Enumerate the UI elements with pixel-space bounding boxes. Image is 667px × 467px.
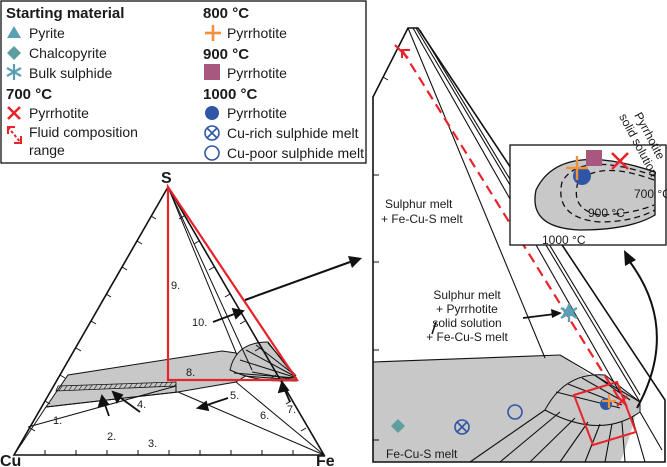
inset-pyrrhotite-700-marker <box>611 152 629 170</box>
enlarged-ticks <box>373 76 389 441</box>
ternary-field-numbers: 1. 2. 3. 4. 5. 6. 7. 8. 9. 10. <box>53 280 296 450</box>
label-three-phase-3: solid solution <box>432 316 501 330</box>
label-fe-cu-s-melt: Fe-Cu-S melt <box>386 447 458 461</box>
enlarged-panel: Sulphur melt + Fe-Cu-S melt Sulphur melt… <box>372 27 666 463</box>
label-three-phase-1: Sulphur melt <box>433 288 501 302</box>
fluid-range-arrow-icon <box>7 126 22 144</box>
legend-item-pyrrhotite-800: Pyrrhotite <box>227 25 287 41</box>
ternary-diagram: S Cu Fe 1. 2. 3. 4. 5. 6. 7. 8. 9. 10. <box>0 170 362 467</box>
enlarged-cu-rich-melt-marker <box>454 419 470 435</box>
label-three-phase-2: + Pyrrhotite <box>436 302 498 316</box>
ternary-ticks <box>29 215 307 455</box>
label-sulphur-melt-2: + Fe-Cu-S melt <box>381 212 463 226</box>
enlarged-chalcopyrite-marker <box>391 419 405 433</box>
inset-label-1000: 1000 °C <box>542 233 586 247</box>
pyrrhotite-700-cross-icon <box>7 106 21 120</box>
label-sulphur-melt-1: Sulphur melt <box>385 197 453 211</box>
inset-pyrrhotite-900-marker <box>586 150 602 166</box>
cu-rich-melt-circled-x-icon <box>204 125 220 141</box>
field-label-10: 10. <box>192 317 207 329</box>
legend-heading-800: 800 °C <box>203 5 249 22</box>
legend-item-bulk-sulphide: Bulk sulphide <box>29 65 112 81</box>
legend-item-fluid-composition: Fluid composition <box>29 124 138 140</box>
field-label-9: 9. <box>171 280 180 292</box>
inset-panel: 700 °C 900 °C 1000 °C Pyrrhotite solid s… <box>509 110 667 409</box>
sulphur-melt-arrow <box>431 321 437 335</box>
inset-isotherm-700 <box>575 169 655 216</box>
legend-frame <box>0 0 367 164</box>
legend-item-chalcopyrite: Chalcopyrite <box>29 45 107 61</box>
cu-poor-melt-open-circle-icon <box>204 145 220 161</box>
label-three-phase-4: + Fe-Cu-S melt <box>426 330 508 344</box>
legend-item-pyrrhotite-700: Pyrrhotite <box>29 105 89 121</box>
ternary-boundaries <box>13 186 325 456</box>
ternary-red-outline <box>166 183 300 382</box>
inset-curved-arrow <box>624 250 658 409</box>
field-label-6: 6. <box>260 410 269 422</box>
enlarged-zoom-box <box>572 380 638 447</box>
pyrrhotite-900-square-icon <box>204 64 220 80</box>
bulk-sulphide-asterisk-icon <box>6 64 22 80</box>
field-label-3: 3. <box>148 438 157 450</box>
enlarged-pyrrhotite-1000-marker <box>600 398 612 410</box>
zoom-arrow <box>244 256 362 301</box>
field-label-7: 7. <box>287 404 296 416</box>
legend: Starting material Pyrite Chalcopyrite Bu… <box>0 0 367 164</box>
legend-item-pyrite: Pyrite <box>29 25 65 41</box>
three-phase-arrow <box>522 309 562 319</box>
legend-item-cu-rich-melt: Cu-rich sulphide melt <box>227 125 359 141</box>
legend-item-cu-poor-melt: Cu-poor sulphide melt <box>227 145 364 161</box>
legend-heading-700: 700 °C <box>6 86 52 103</box>
fluid-composition-range-line <box>394 44 621 401</box>
enlarged-cu-poor-melt-marker <box>507 404 523 420</box>
field-label-2: 2. <box>107 431 116 443</box>
inset-label-900: 900 °C <box>588 206 625 220</box>
apex-label-s: S <box>161 170 172 187</box>
field-label-8: 8. <box>186 367 195 379</box>
chalcopyrite-diamond-icon <box>7 46 21 60</box>
ternary-arrows <box>97 307 291 417</box>
pyrite-triangle-icon <box>7 26 21 38</box>
field-label-4: 4. <box>137 399 146 411</box>
enlarged-pyrrhotite-800-marker <box>602 394 616 408</box>
three-phase-label: Sulphur melt + Pyrrhotite solid solution… <box>426 288 508 344</box>
pyrrhotite-800-plus-icon <box>205 25 221 41</box>
legend-item-pyrrhotite-900: Pyrrhotite <box>227 65 287 81</box>
field-label-1: 1. <box>53 415 62 427</box>
field-label-5: 5. <box>230 390 239 402</box>
legend-item-fluid-range: range <box>29 142 65 158</box>
legend-heading-starting-material: Starting material <box>6 5 124 22</box>
legend-item-pyrrhotite-1000: Pyrrhotite <box>227 105 287 121</box>
legend-heading-1000: 1000 °C <box>203 86 258 103</box>
apex-label-fe: Fe <box>316 453 335 467</box>
inset-pyrrhotite-800-marker <box>566 156 588 180</box>
enlarged-pyrrhotite-700-marker <box>616 395 628 407</box>
enlarged-pyrite-marker <box>562 303 576 316</box>
apex-label-cu: Cu <box>0 453 21 467</box>
legend-heading-900: 900 °C <box>203 46 249 63</box>
inset-label-700: 700 °C <box>634 187 667 201</box>
inset-pyrrhotite-1000-marker <box>573 167 591 185</box>
pyrrhotite-1000-dot-icon <box>205 106 219 120</box>
